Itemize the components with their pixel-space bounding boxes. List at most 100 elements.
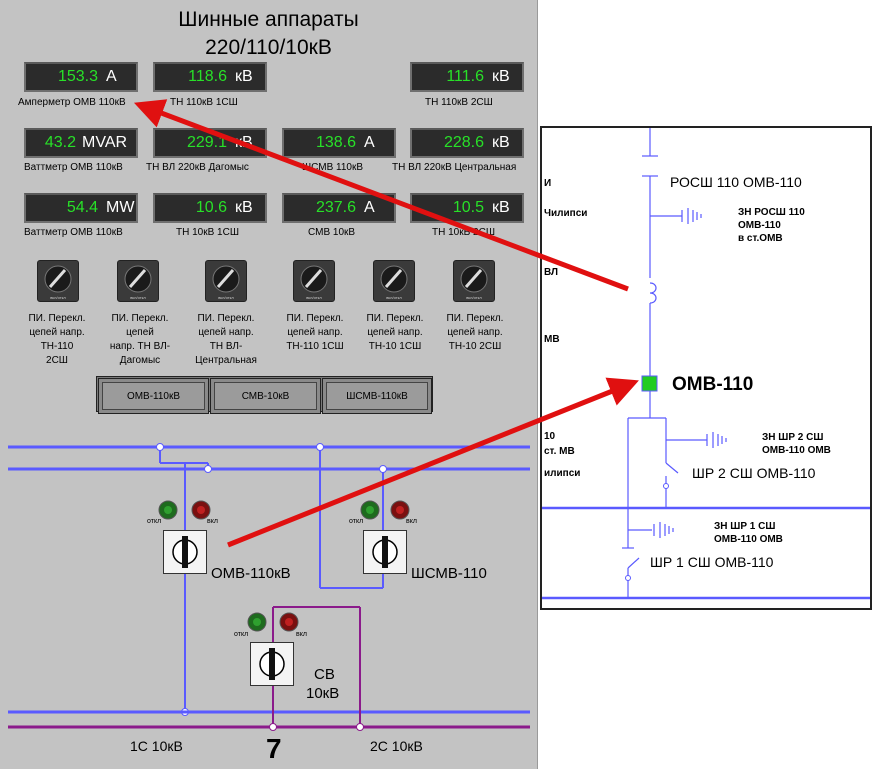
rotary-switch-icon — [259, 648, 285, 680]
label-zn-rosh: ЗН РОСШ 110 ОМВ-110 в ст.ОМВ — [738, 206, 805, 245]
schematic-lines — [542, 128, 870, 600]
rotary-switch-icon — [172, 536, 198, 568]
panel-title: Шинные аппараты — [178, 8, 359, 31]
selector-label-line: напр. ТН ВЛ- — [109, 341, 171, 352]
cut-label: ВЛ — [544, 267, 558, 278]
schematic-inset: РОСШ 110 ОМВ-110 ЗН РОСШ 110 ОМВ-110 в с… — [540, 126, 872, 610]
label-line: ОМВ-110 — [738, 220, 781, 231]
selector-label-line: ТН-10 2СШ — [448, 341, 502, 352]
selector-knob-tn110-2sh[interactable]: вкл/откл — [37, 260, 79, 302]
selector-label-line: ТН-110 1СШ — [286, 341, 344, 352]
meter-value: 153.3 — [57, 68, 98, 85]
selector-label-line: ТН-10 1СШ — [368, 341, 422, 352]
lamp-pair-sv — [247, 612, 299, 632]
meter-label: ТН 110кВ 2СШ — [425, 97, 493, 108]
breaker-omv-icon — [641, 375, 658, 392]
selector-label: ПИ. Перекл. цепей напр. ТН-10 2СШ — [435, 312, 515, 354]
label-line: ЗН ШР 1 СШ — [714, 521, 776, 532]
knob-dial-icon: вкл/откл — [124, 265, 152, 300]
selector-label: ПИ. Перекл. цепей напр. ТН-10 1СШ — [355, 312, 435, 354]
meter-value: 43.2 — [44, 134, 76, 151]
selector-label-line: цепей напр. — [287, 327, 343, 338]
label-shr1: ШР 1 СШ ОМВ-110 — [650, 554, 774, 570]
bus-label-2c: 2С 10кВ — [370, 738, 423, 754]
meter-tn-110-2sh: 111.6 кВ — [410, 62, 524, 92]
knob-caption: вкл/откл — [386, 295, 402, 300]
cut-label: илипси — [544, 468, 581, 479]
selector-label-line: цепей — [126, 327, 154, 338]
meter-label: Амперметр ОМВ 110кВ — [18, 97, 126, 108]
meter-unit: А — [106, 68, 117, 85]
bus-label-1c: 1С 10кВ — [130, 738, 183, 754]
control-panel: Шинные аппараты 220/110/10кВ 153.3 А Амп… — [0, 0, 538, 769]
label-rosh: РОСШ 110 ОМВ-110 — [670, 174, 802, 190]
selector-label-line: ПИ. Перекл. — [286, 313, 344, 324]
label-omv-110: ОМВ-110 — [672, 374, 754, 395]
rotary-switch-icon — [372, 536, 398, 568]
selector-label-line: Дагомыс — [119, 355, 161, 366]
switch-sv-10[interactable] — [250, 642, 294, 686]
selector-label-line: ПИ. Перекл. — [446, 313, 504, 324]
cut-label: 10 — [544, 431, 556, 442]
selector-label-line: цепей напр. — [367, 327, 423, 338]
label-line: ЗН ШР 2 СШ — [762, 432, 824, 443]
selector-label-line: ПИ. Перекл. — [197, 313, 255, 324]
meter-wattmeter-mvar: 43.2 MVAR — [24, 128, 138, 158]
knob-caption: вкл/откл — [218, 295, 234, 300]
selector-label-line: цепей напр. — [198, 327, 254, 338]
knob-caption: вкл/откл — [306, 295, 322, 300]
lamp-label: вкл — [207, 518, 218, 525]
selector-label-line: ТН-110 — [40, 341, 74, 352]
page-number: 7 — [266, 733, 282, 764]
button-label: ОМВ-110кВ — [102, 382, 205, 410]
selector-label-line: ПИ. Перекл. — [28, 313, 86, 324]
lamp-label: вкл — [296, 631, 307, 638]
label-shr2: ШР 2 СШ ОМВ-110 — [692, 465, 816, 481]
meter-value: 111.6 — [446, 68, 484, 85]
knob-caption: вкл/откл — [130, 295, 146, 300]
label-line: ЗН РОСШ 110 — [738, 207, 805, 218]
knob-caption: вкл/откл — [50, 295, 66, 300]
selector-label-line: ПИ. Перекл. — [111, 313, 169, 324]
cut-label: И — [544, 178, 552, 189]
switch-label-sv: 10кВ — [306, 685, 340, 702]
meter-value: 54.4 — [66, 199, 98, 216]
cut-label: МВ — [544, 334, 560, 345]
switch-shsmv-110[interactable] — [363, 530, 407, 574]
selector-label-line: 2СШ — [46, 355, 68, 366]
selector-label: ПИ. Перекл. цепей напр. ТН ВЛ- Центральн… — [186, 312, 266, 368]
switch-label-shsmv: ШСМВ-110 — [411, 565, 487, 582]
lamp-label: откл — [147, 518, 162, 525]
switch-omv-110[interactable] — [163, 530, 207, 574]
button-omv-110[interactable]: ОМВ-110кВ — [98, 378, 209, 414]
selector-label-line: цепей напр. — [447, 327, 503, 338]
switch-label-sv: СВ — [314, 666, 335, 683]
switch-label-omv: ОМВ-110кВ — [211, 565, 291, 582]
meter-label: Ваттметр ОМВ 110кВ — [24, 227, 123, 238]
selector-label: ПИ. Перекл. цепей напр. ТН ВЛ- Дагомыс — [100, 312, 180, 368]
meter-tn-110-1sh: 118.6 кВ — [153, 62, 267, 92]
selector-label-line: ТН ВЛ- — [209, 341, 243, 352]
label-line: ОМВ-110 ОМВ — [762, 445, 831, 456]
lamp-label: вкл — [406, 518, 417, 525]
meter-label: Ваттметр ОМВ 110кВ — [24, 162, 123, 173]
selector-label-line: ПИ. Перекл. — [366, 313, 424, 324]
meter-label: ТН 110кВ 1СШ — [170, 97, 238, 108]
lamp-label: откл — [234, 631, 249, 638]
meter-unit: кВ — [492, 68, 510, 85]
meter-unit: MVAR — [82, 134, 128, 151]
selector-label-line: Центральная — [195, 355, 257, 366]
meter-unit: MW — [106, 199, 135, 216]
knob-caption: вкл/откл — [466, 295, 482, 300]
label-zn-shr1: ЗН ШР 1 СШ ОМВ-110 ОМВ — [714, 520, 783, 546]
meter-wattmeter-mw: 54.4 MW — [24, 193, 138, 223]
selector-label: ПИ. Перекл. цепей напр. ТН-110 1СШ — [275, 312, 355, 354]
selector-label-line: цепей напр. — [29, 327, 85, 338]
meter-ammeter-omv: 153.3 А — [24, 62, 138, 92]
knob-dial-icon: вкл/откл — [44, 265, 72, 300]
panel-subtitle: 220/110/10кВ — [205, 36, 332, 59]
label-line: в ст.ОМВ — [738, 233, 783, 244]
cut-label: Чилипси — [544, 208, 588, 219]
meter-unit: кВ — [235, 68, 253, 85]
selector-label: ПИ. Перекл. цепей напр. ТН-110 2СШ — [17, 312, 97, 368]
